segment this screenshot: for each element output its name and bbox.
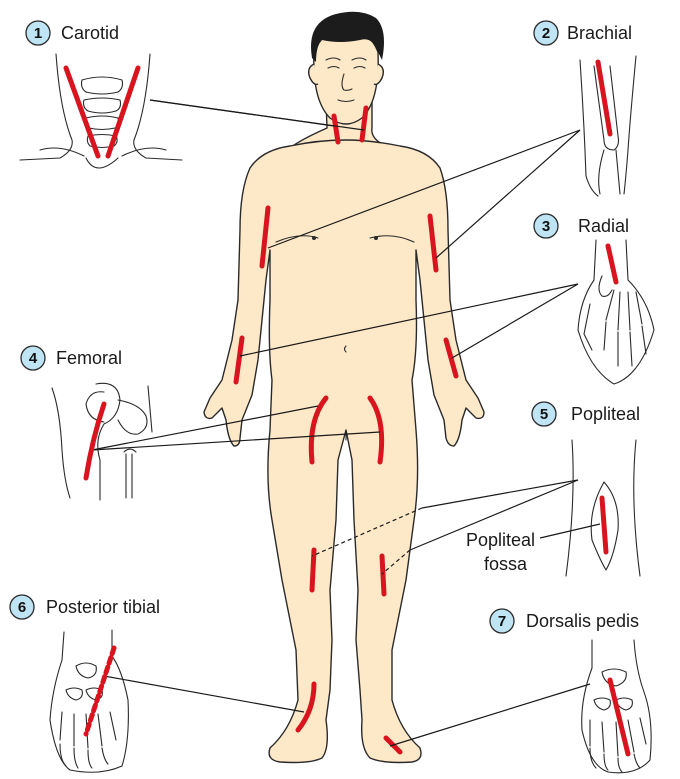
inset-popliteal: [566, 440, 640, 576]
callout-4: 4 Femoral: [21, 346, 122, 370]
inset-popliteal-marker: [602, 498, 606, 552]
inset-brachial-marker: [598, 62, 610, 134]
nipple-left: [312, 236, 316, 240]
callout-1: 1 Carotid: [26, 21, 119, 45]
leader-popliteal-1: [422, 480, 578, 508]
human-body-figure: [204, 12, 484, 763]
inset-brachial: [580, 56, 636, 196]
callout-3: 3 Radial: [534, 214, 629, 238]
leader-dorsalis-pedis: [390, 684, 590, 746]
label-popliteal-fossa-line2: fossa: [484, 554, 528, 574]
badge-number-6: 6: [18, 599, 26, 616]
body-silhouette: [204, 140, 484, 763]
inset-posterior-tibial-marker: [86, 648, 114, 734]
label-femoral: Femoral: [56, 348, 122, 368]
badge-number-2: 2: [542, 25, 550, 42]
leader-radial-2: [452, 284, 578, 358]
badge-number-3: 3: [542, 218, 550, 235]
inset-radial-marker: [608, 246, 616, 282]
callout-7: 7 Dorsalis pedis: [490, 609, 639, 633]
badge-number-5: 5: [540, 406, 548, 423]
marker-popliteal-right: [382, 556, 384, 594]
inset-posterior-tibial: [50, 630, 128, 772]
label-popliteal: Popliteal: [571, 404, 640, 424]
label-carotid: Carotid: [61, 23, 119, 43]
nipple-right: [374, 236, 378, 240]
leader-brachial-2: [436, 130, 580, 258]
inset-femoral-marker: [86, 404, 104, 478]
badge-number-1: 1: [34, 25, 42, 42]
label-brachial: Brachial: [567, 23, 632, 43]
callout-5: 5 Popliteal: [532, 402, 640, 426]
face: [314, 30, 378, 124]
inset-dorsalis-pedis-marker: [610, 680, 628, 754]
leader-posterior-tibial: [104, 676, 304, 712]
badge-number-7: 7: [498, 613, 506, 630]
callout-6: 6 Posterior tibial: [10, 595, 160, 619]
badge-number-4: 4: [29, 350, 38, 367]
label-popliteal-fossa-line1: Popliteal: [466, 530, 535, 550]
label-radial: Radial: [578, 216, 629, 236]
label-dorsalis-pedis: Dorsalis pedis: [526, 611, 639, 631]
inset-carotid: [20, 54, 182, 168]
inset-radial: [578, 240, 654, 384]
callout-2: 2 Brachial: [534, 21, 632, 45]
inset-dorsalis-pedis: [582, 640, 651, 773]
label-posterior-tibial: Posterior tibial: [46, 597, 160, 617]
